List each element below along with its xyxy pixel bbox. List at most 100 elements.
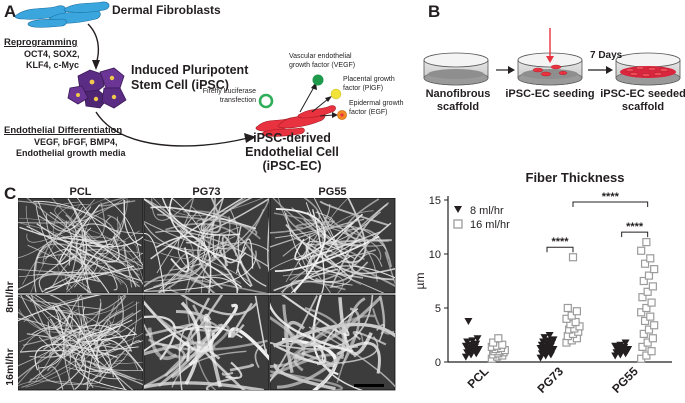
luciferase-label-line-1: Firefly Luciferase [202, 88, 256, 95]
panel-a-letter: A [4, 2, 17, 21]
x-category-label: PCL [465, 364, 492, 391]
luciferase-ring-icon [258, 93, 274, 109]
panel-b-letter: B [428, 2, 441, 21]
data-point [644, 325, 654, 334]
data-point [620, 343, 629, 351]
data-point [638, 342, 647, 351]
data-point [638, 293, 647, 302]
panel-c-letter: C [4, 184, 17, 203]
y-tick-label: 10 [429, 249, 441, 261]
differentiation-factor-line-2: Endothelial growth media [16, 148, 126, 158]
sem-image-pg55-8ml [269, 198, 396, 294]
y-axis-label: µm [413, 273, 427, 290]
data-point [464, 317, 473, 325]
data-point [544, 337, 553, 345]
data-point [611, 342, 620, 350]
ipsc-cluster-icon [67, 67, 127, 109]
reprogramming-factor-line-2: KLF4, c-Myc [26, 60, 80, 70]
row-label-16ml: 16ml/hr [3, 332, 17, 402]
data-point [639, 276, 648, 286]
data-point [472, 340, 481, 348]
data-point [474, 346, 483, 354]
row-label-8ml-text: 8ml/hr [4, 281, 16, 313]
scaffold-label-line-1: Nanofibrous [425, 88, 491, 100]
y-tick-label: 0 [435, 357, 441, 369]
data-point [648, 282, 657, 291]
fibroblasts-label: Dermal Fibroblasts [112, 3, 221, 17]
data-point [637, 246, 646, 255]
scaffold-label-line-2: scaffold [436, 101, 480, 113]
data-point [642, 238, 651, 247]
data-point [616, 341, 625, 349]
data-point [536, 354, 545, 362]
data-point [637, 308, 646, 317]
ipsc-ec-cells-icon [255, 105, 336, 137]
luciferase-label: Firefly Luciferase transfection [196, 88, 256, 105]
ipsc-ec-label-line-1: iPSC-derived [253, 131, 331, 145]
reprogramming-factor-line-1: OCT4, SOX2, [24, 49, 80, 59]
data-point [461, 353, 470, 361]
data-point [639, 329, 648, 339]
seeding-dish-icon [517, 52, 583, 86]
column-label-pcl: PCL [69, 186, 92, 198]
scaffold-dish-icon [423, 52, 489, 86]
luciferase-label-line-2: transfection [219, 96, 256, 104]
differentiation-title: Endothelial Differentiation [4, 125, 123, 136]
egf-label-line-2: factor (EGF) [349, 108, 388, 116]
data-point [572, 307, 581, 316]
dermal-fibroblasts-icon [14, 1, 110, 28]
data-point [473, 335, 482, 343]
legend-marker [453, 219, 463, 229]
y-tick-label: 5 [435, 303, 441, 315]
data-point [640, 259, 650, 268]
scaffold-label: Nanofibrous scaffold [418, 88, 498, 114]
egf-label: Epidermal growth factor (EGF) [349, 100, 403, 117]
sem-image-grid [18, 198, 396, 391]
significance-label: **** [602, 191, 620, 203]
significance-bracket: **** [621, 221, 649, 238]
significance-bracket: **** [572, 191, 649, 207]
egf-label-line-1: Epidermal growth [349, 100, 404, 107]
ipsc-label-line-2: Stem Cell (iPSC) [131, 78, 229, 92]
panel-a-illustration [14, 1, 347, 147]
data-point [650, 321, 659, 330]
sem-image-pg73-16ml [143, 294, 270, 391]
pigf-label-line-1: Placental growth [343, 76, 395, 83]
seeded-scaffold-dish-icon [615, 52, 681, 86]
vegf-label-line-1: Vascular endothelial [289, 53, 352, 60]
data-point [494, 334, 503, 343]
data-point [545, 332, 554, 339]
data-point [643, 338, 652, 347]
ipsc-label-line-1: Induced Pluripotent [131, 63, 249, 77]
vegf-icon [312, 74, 324, 86]
vegf-label-line-2: growth factor (VEGF) [289, 61, 356, 69]
chart-title: Fiber Thickness [525, 170, 625, 185]
data-point [468, 337, 477, 345]
sem-image-pg55-16ml [269, 294, 396, 391]
data-point [539, 338, 548, 346]
legend-label: 16 ml/hr [470, 219, 510, 231]
pigf-icon [330, 88, 342, 100]
sem-image-pcl-8ml [18, 198, 144, 294]
data-point [563, 303, 572, 313]
seeded-label-line-1: iPSC-EC seeded [600, 88, 685, 100]
legend-marker [454, 206, 462, 213]
data-point [467, 341, 476, 349]
data-point [549, 336, 558, 344]
data-point [568, 253, 578, 262]
scale-bar [354, 384, 384, 387]
data-point [643, 287, 652, 296]
seeding-label: iPSC-EC seeding [505, 88, 595, 100]
data-point [646, 254, 655, 263]
data-point [640, 316, 650, 326]
seeded-label: iPSC-EC seeded scaffold [598, 88, 685, 114]
column-label-pg55: PG55 [318, 186, 347, 198]
data-point [647, 347, 656, 356]
vegf-label: Vascular endothelial growth factor (VEGF… [289, 53, 355, 70]
significance-label: **** [551, 236, 569, 248]
data-point [621, 339, 630, 347]
data-point [644, 271, 654, 280]
reprogramming-title: Reprogramming [4, 37, 78, 48]
